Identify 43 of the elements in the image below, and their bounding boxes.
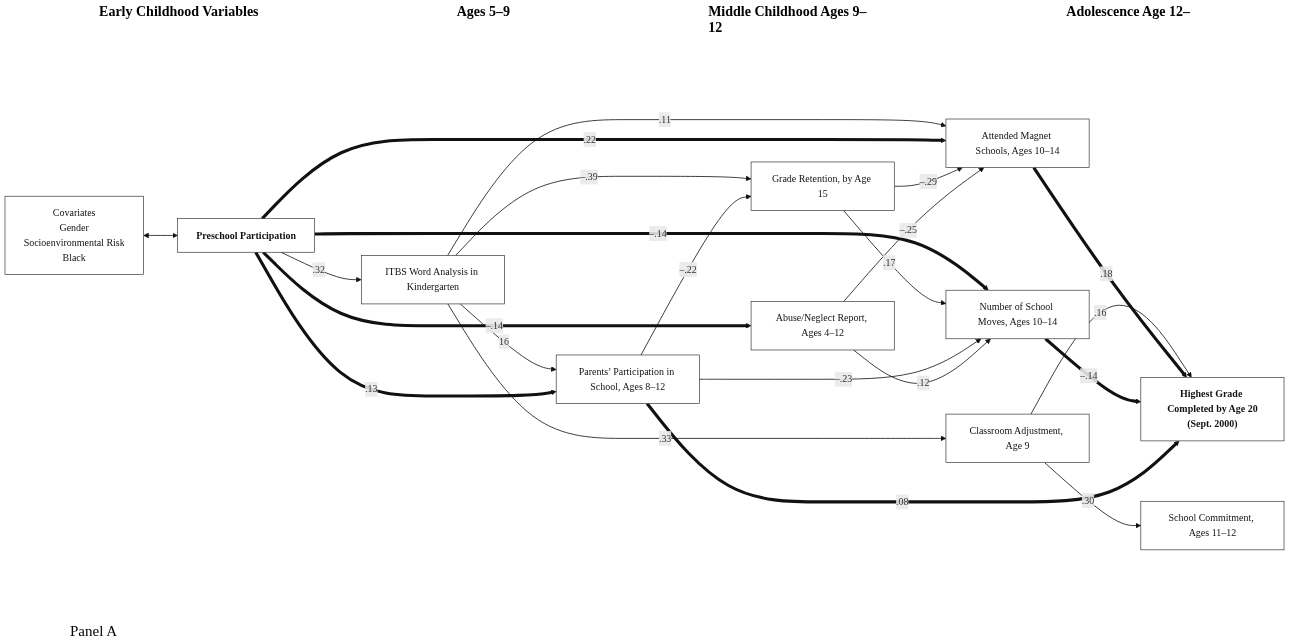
edge-label: .32 [312, 264, 325, 275]
edge-label: –.23 [834, 373, 853, 385]
arrow [262, 251, 752, 329]
edge-label: .13 [365, 383, 378, 395]
arrow [1032, 166, 1187, 378]
edge-label: .22 [583, 133, 596, 145]
node-box: Covariates Gender Socioenvironmental Risk Black [4, 195, 144, 275]
arrow [314, 232, 989, 291]
column-heading: Adolescence Age 12– [1066, 4, 1190, 20]
edge-label: .17 [882, 257, 896, 268]
edge-label: –.14 [1080, 370, 1098, 381]
edge-label: –.25 [899, 224, 917, 236]
arrow [1044, 337, 1142, 405]
edge-label: .08 [896, 496, 909, 507]
edge-label: .18 [1100, 268, 1113, 279]
node-box: Abuse/Neglect Report, Ages 4–12 [750, 301, 895, 351]
edge-label: .16 [1094, 306, 1107, 318]
edge-label: .12 [917, 377, 930, 388]
node-box: Parents’ Participation in School, Ages 8–12 [555, 354, 700, 404]
edge-label: .11 [658, 114, 671, 125]
arrow [254, 251, 557, 398]
arrow [645, 402, 1180, 504]
edge-label: .33 [658, 432, 672, 444]
node-box: Number of School Moves, Ages 10–14 [945, 289, 1090, 340]
node-box: Attended Magnet Schools, Ages 10–14 [945, 118, 1090, 168]
edge-label: –.39 [580, 171, 598, 183]
edge-label: –.14 [649, 227, 667, 239]
column-heading: Early Childhood Variables [99, 4, 259, 20]
edge-label: 16 [498, 336, 509, 347]
node-box: Preschool Participation [177, 218, 315, 253]
node-box: ITBS Word Analysis in Kindergarten [361, 255, 505, 305]
edge-label: .30 [1081, 494, 1095, 506]
column-heading: Ages 5–9 [456, 4, 510, 20]
node-box: Highest Grade Completed by Age 20 (Sept. 2000) [1140, 377, 1285, 442]
edge-label: –.22 [679, 263, 697, 275]
edge-label: –.14 [485, 320, 503, 331]
node-box: School Commitment, Ages 11–12 [1140, 500, 1285, 551]
edge-label: –.29 [919, 175, 937, 187]
column-heading: Middle Childhood Ages 9–12 [708, 4, 868, 36]
node-box: Classroom Adjustment, Age 9 [945, 413, 1090, 463]
node-box: Grade Retention, by Age 15 [750, 161, 895, 211]
panel-label: Panel A [70, 623, 118, 640]
arrow [261, 137, 947, 220]
